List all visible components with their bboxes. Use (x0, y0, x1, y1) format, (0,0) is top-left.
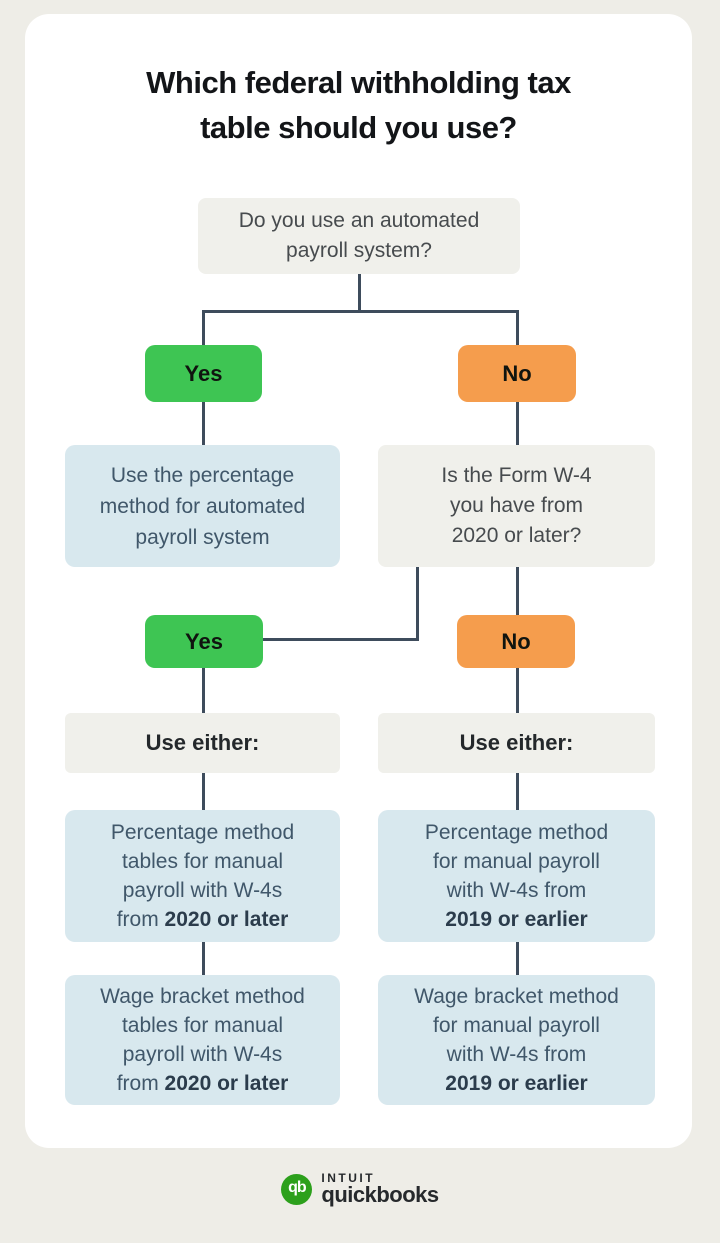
connector-line (358, 272, 361, 312)
connector-line (516, 400, 519, 447)
page-title-line2: table should you use? (200, 110, 517, 145)
connector-line (516, 565, 519, 617)
connector-line (202, 400, 205, 447)
page-title-line1: Which federal withholding tax (146, 65, 571, 100)
yes-chip-level2: Yes (145, 615, 263, 668)
question-automated-payroll: Do you use an automated payroll system? (198, 198, 520, 274)
question-w4-year: Is the Form W-4 you have from 2020 or la… (378, 445, 655, 567)
connector-line (202, 940, 205, 977)
result-percentage-method-2020: Percentage method tables for manual payr… (65, 810, 340, 942)
intuit-wordmark: INTUIT (321, 1171, 376, 1185)
connector-line (202, 310, 205, 347)
no-chip-level1: No (458, 345, 576, 402)
connector-line (202, 666, 205, 715)
no-chip-level2: No (457, 615, 575, 668)
brand-footer: qb INTUIT quickbooks (0, 1172, 720, 1206)
result-percentage-method-2019: Percentage method for manual payroll wit… (378, 810, 655, 942)
connector-line (202, 771, 205, 812)
page-title: Which federal withholding tax table shou… (25, 60, 692, 150)
connector-line (516, 771, 519, 812)
yes-chip-level1: Yes (145, 345, 262, 402)
result-wage-bracket-2019: Wage bracket method for manual payroll w… (378, 975, 655, 1105)
connector-line (202, 310, 519, 313)
quickbooks-wordmark: quickbooks (321, 1182, 439, 1207)
quickbooks-logo-icon: qb (281, 1173, 313, 1205)
result-wage-bracket-2020: Wage bracket method tables for manual pa… (65, 975, 340, 1105)
use-either-left: Use either: (65, 713, 340, 773)
connector-line (516, 310, 519, 347)
result-automated-percentage-method: Use the percentage method for automated … (65, 445, 340, 567)
connector-line (416, 565, 419, 641)
connector-line (262, 638, 419, 641)
use-either-right: Use either: (378, 713, 655, 773)
connector-line (516, 940, 519, 977)
connector-line (516, 666, 519, 715)
